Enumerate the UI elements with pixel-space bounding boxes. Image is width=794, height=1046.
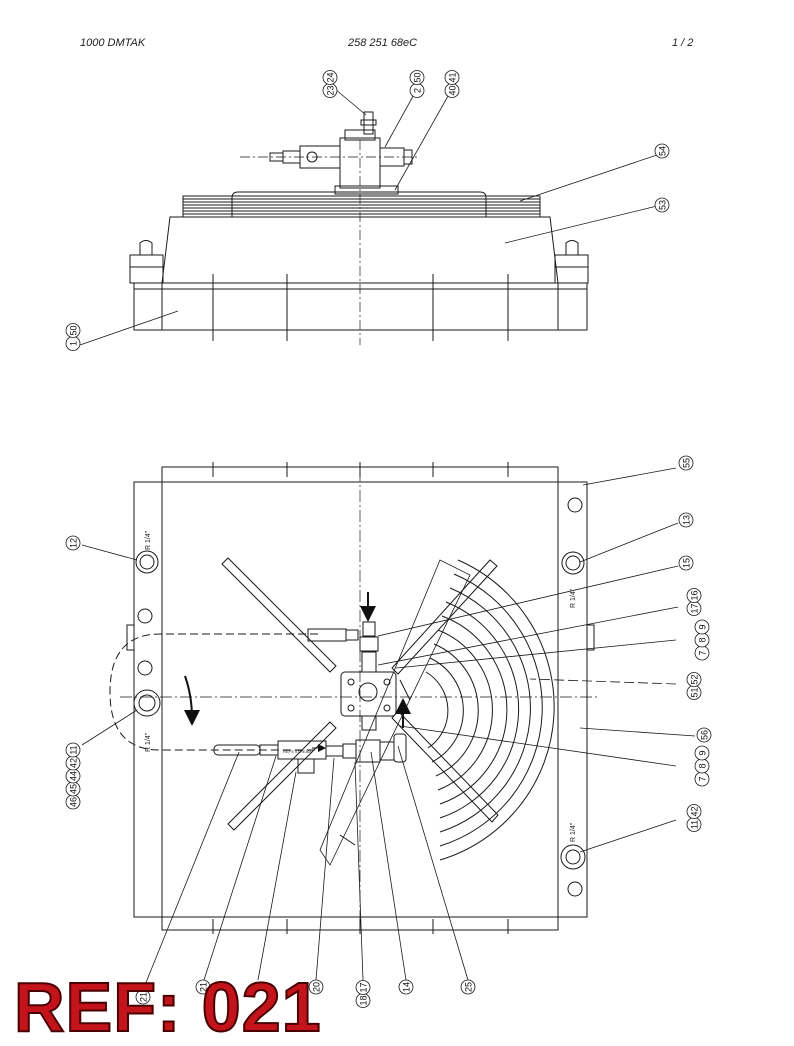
port-label-2: R 1/4"	[570, 588, 577, 608]
callout-number: 51	[690, 687, 700, 697]
callout-circle	[460, 979, 476, 995]
callout-number: 42	[690, 806, 700, 816]
callout-21b: 21	[195, 979, 211, 995]
callout-circle	[678, 555, 694, 571]
callout-15: 15	[678, 555, 694, 571]
callout-46-45-44-42-11: 46 45 44 42 11	[65, 742, 81, 810]
callout-circle	[654, 197, 670, 213]
callout-number: 12	[69, 538, 79, 548]
callout-circle	[135, 989, 151, 1005]
callout-7-8-9a: 7 8 9	[694, 619, 710, 661]
header-doc-number: 258 251 68eC	[348, 37, 418, 49]
callout-number: 18	[359, 995, 369, 1005]
callout-number: 15	[682, 558, 692, 568]
callout-number: 8	[698, 763, 708, 768]
callout-12: 12	[65, 535, 81, 551]
callout-number: 20	[312, 982, 322, 992]
callout-number: 9	[698, 750, 708, 755]
callout-circle	[694, 619, 710, 635]
callout-circle	[686, 588, 702, 603]
callout-number: 56	[700, 730, 710, 740]
callout-54: 54	[654, 143, 670, 159]
callout-number: 7	[698, 776, 708, 781]
valve-label: REFS STREAM	[283, 749, 311, 754]
callout-circle	[678, 512, 694, 528]
callout-number: 8	[698, 637, 708, 642]
callout-circle	[322, 70, 338, 85]
port-label-1: R 1/4"	[145, 530, 152, 550]
callout-53: 53	[654, 197, 670, 213]
callout-number: 54	[658, 146, 668, 156]
callout-circle	[65, 742, 81, 758]
callout-7-8-9b: 7 8 9	[694, 745, 710, 787]
side-view	[129, 111, 589, 341]
callout-number: 50	[69, 325, 79, 335]
callout-number: 21	[199, 982, 209, 992]
callout-circle	[694, 745, 710, 761]
callout-balloons: 2324250404154531505513151716789515256789…	[65, 70, 712, 1008]
callout-number: 13	[682, 515, 692, 525]
callout-circle	[409, 70, 425, 85]
callout-number: 53	[658, 200, 668, 210]
callout-number: 17	[359, 982, 369, 992]
port-label-4: R 1/4"	[570, 822, 577, 842]
callout-number: 7	[698, 650, 708, 655]
header-page: 1 / 2	[672, 37, 694, 49]
callout-circle	[696, 727, 712, 743]
callout-number: 23	[326, 85, 336, 95]
callout-number: 21	[139, 992, 149, 1002]
callout-20: 20	[308, 979, 324, 995]
callout-number: 55	[682, 458, 692, 468]
callout-number: 44	[69, 771, 79, 781]
callout-circle	[654, 143, 670, 159]
callout-number: 46	[69, 797, 79, 807]
callout-25: 25	[460, 979, 476, 995]
callout-circle	[65, 323, 81, 338]
reference-watermark: REF: 021	[13, 968, 322, 1046]
callout-56: 56	[696, 727, 712, 743]
callout-number: 41	[448, 72, 458, 82]
callout-number: 17	[690, 603, 700, 613]
header-model: 1000 DMTAK	[80, 37, 146, 49]
callout-number: 24	[326, 72, 336, 82]
callout-number: 11	[69, 745, 79, 754]
callout-circle	[398, 979, 414, 995]
callout-number: 16	[690, 590, 700, 600]
callout-circle	[678, 455, 694, 471]
callout-number: 52	[690, 674, 700, 684]
port-label-3: R 1/4"	[145, 732, 152, 752]
callout-circle	[444, 70, 460, 85]
callout-13: 13	[678, 512, 694, 528]
callout-number: 9	[698, 624, 708, 629]
callout-2-50: 2 50	[409, 70, 425, 98]
callout-circle	[355, 980, 371, 995]
callout-circle	[65, 535, 81, 551]
callout-circle	[308, 979, 324, 995]
callout-circle	[686, 804, 702, 819]
callout-number: 45	[69, 784, 79, 794]
callout-number: 14	[402, 982, 412, 992]
callout-number: 11	[690, 820, 700, 829]
callout-circle	[686, 672, 702, 687]
plan-view	[109, 462, 595, 934]
callout-14: 14	[398, 979, 414, 995]
callout-number: 25	[464, 982, 474, 992]
callout-number: 50	[413, 72, 423, 82]
callout-number: 2	[413, 88, 423, 93]
callout-55: 55	[678, 455, 694, 471]
callout-21: 21	[135, 989, 151, 1005]
callout-number: 40	[448, 85, 458, 95]
callout-circle	[195, 979, 211, 995]
callout-1-50: 1 50	[65, 323, 81, 351]
callout-number: 1	[69, 341, 79, 346]
callout-number: 42	[69, 758, 79, 768]
